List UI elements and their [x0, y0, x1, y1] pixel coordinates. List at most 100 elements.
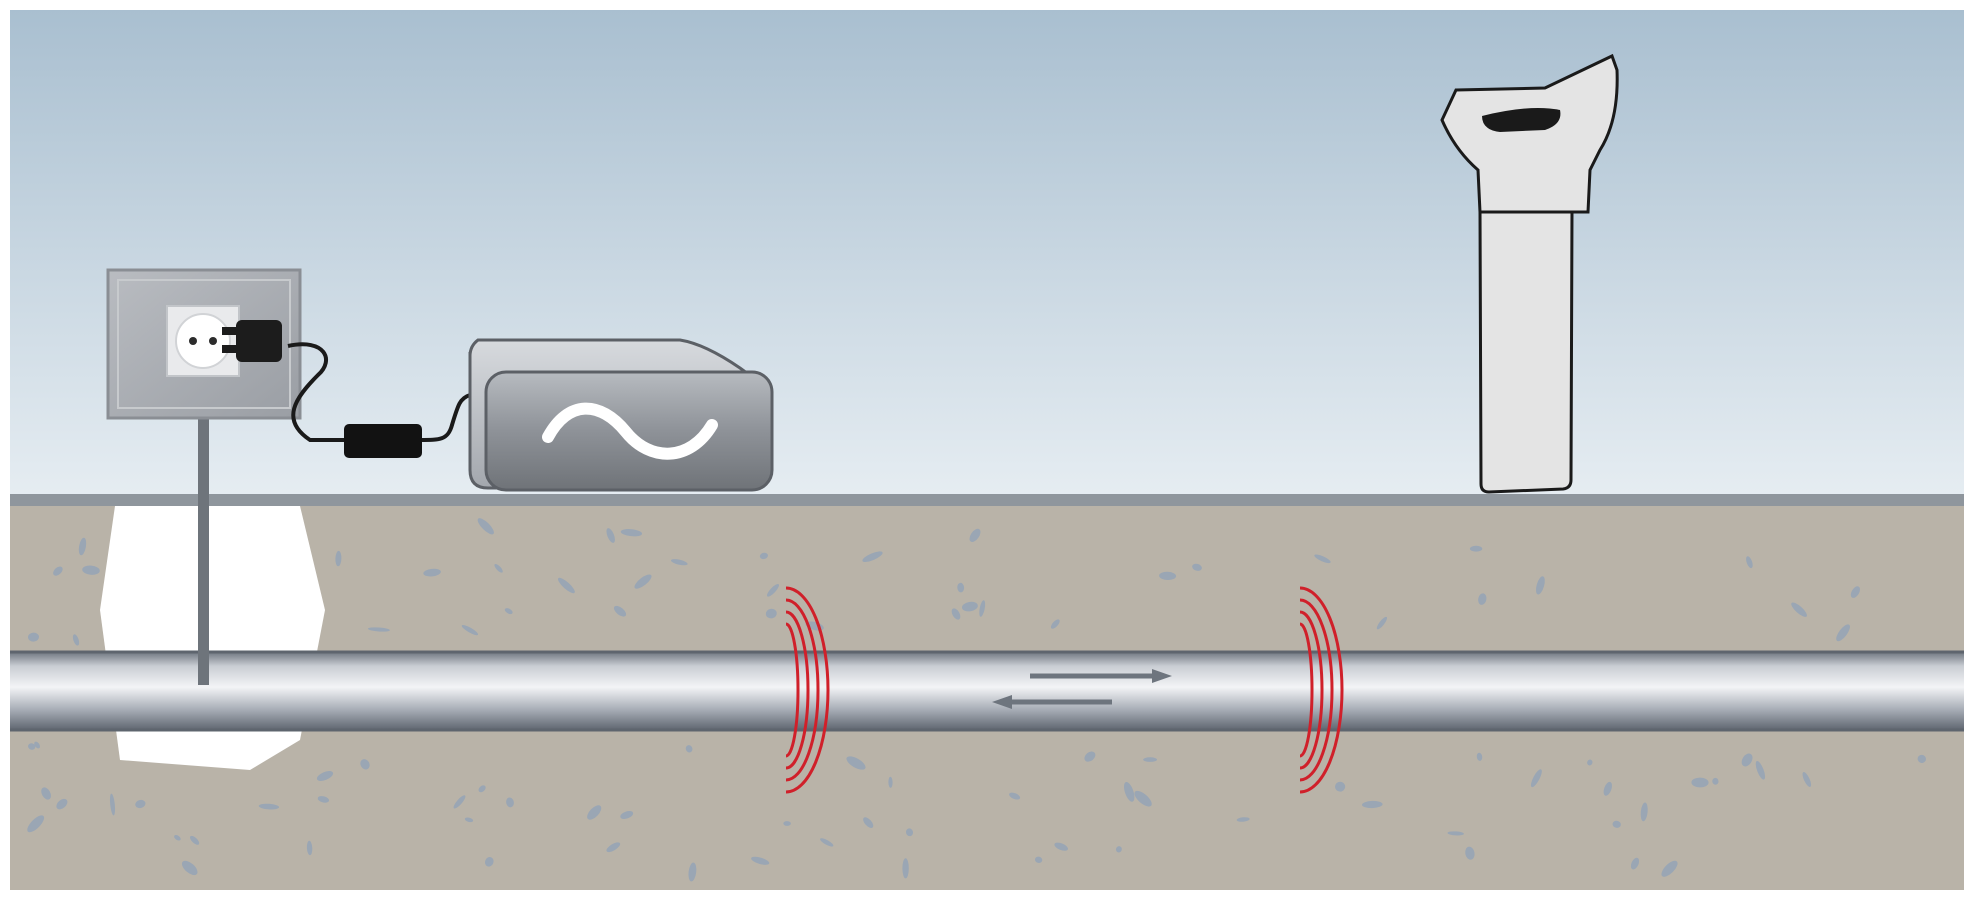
- soil-speckle: [783, 821, 791, 826]
- sky: [10, 10, 1964, 500]
- soil-speckle: [1159, 571, 1177, 581]
- soil-speckle: [1236, 817, 1250, 822]
- soil-speckle: [1335, 781, 1346, 792]
- pipe: [10, 650, 1964, 732]
- soil-speckle: [1587, 759, 1593, 766]
- signal-rings-icon: [785, 586, 830, 794]
- soil-speckle: [258, 803, 280, 810]
- soil-speckle: [1124, 782, 1135, 802]
- sine-wave-icon: [542, 402, 718, 460]
- soil-speckle: [846, 756, 866, 770]
- soil-speckle: [41, 787, 51, 800]
- soil-speckle: [1791, 602, 1807, 617]
- soil-speckle: [620, 810, 634, 820]
- soil-speckle: [1661, 860, 1678, 877]
- signal-rings-icon: [1299, 586, 1344, 794]
- soil-speckle: [862, 551, 883, 562]
- signal-ring: [1299, 586, 1344, 794]
- soil-speckle: [1640, 802, 1648, 822]
- soil-speckle: [494, 563, 503, 573]
- soil-speckle: [558, 577, 575, 594]
- soil-speckle: [1630, 857, 1640, 870]
- soil-speckle: [1691, 777, 1709, 788]
- soil-speckles: [27, 518, 1926, 882]
- bidirectional-arrow-icon: [992, 669, 1172, 709]
- soil-speckle: [751, 856, 770, 865]
- soil-speckle: [72, 634, 80, 646]
- power-adapter-icon: [344, 424, 422, 458]
- signal-ring: [785, 610, 810, 770]
- signal-ring: [785, 586, 830, 794]
- soil-speckle: [957, 582, 965, 593]
- soil-speckle: [613, 605, 627, 617]
- soil-speckle: [587, 805, 602, 820]
- soil-speckle: [979, 600, 986, 617]
- soil-speckle: [634, 574, 652, 589]
- soil-speckle: [606, 842, 621, 853]
- soil-speckle: [27, 815, 45, 833]
- soil-speckle: [464, 817, 474, 823]
- soil-speckle: [1917, 754, 1926, 763]
- soil-speckle: [423, 568, 441, 577]
- soil-speckle: [1755, 760, 1766, 780]
- soil-speckle: [863, 817, 874, 828]
- soil-speckle: [53, 566, 63, 576]
- outlet-post: [198, 415, 209, 685]
- soil-speckle: [1376, 616, 1388, 630]
- soil-speckle: [1746, 556, 1753, 569]
- soil-speckle: [1612, 820, 1621, 828]
- soil-speckle: [1143, 757, 1157, 762]
- soil-speckle: [181, 860, 198, 876]
- soil-speckle: [1530, 769, 1542, 788]
- signal-ring: [785, 598, 820, 782]
- signal-ring: [1299, 622, 1314, 758]
- soil-speckle: [190, 835, 200, 845]
- soil-speckle: [1535, 576, 1545, 595]
- soil-speckle: [1741, 753, 1753, 767]
- soil-speckle: [820, 838, 834, 847]
- soil-speckle: [685, 745, 693, 753]
- soil-speckle: [1447, 831, 1464, 836]
- soil-speckle: [1192, 563, 1202, 571]
- soil-speckle: [902, 858, 909, 879]
- soil-speckle: [1050, 619, 1060, 629]
- soil-speckle: [317, 796, 330, 803]
- soil-speckle: [1009, 792, 1021, 800]
- ground-surface: [10, 494, 1964, 506]
- soil-speckle: [461, 625, 479, 636]
- transmitter: [468, 338, 774, 492]
- soil-speckle: [477, 518, 494, 535]
- soil-speckle: [34, 741, 40, 749]
- soil-speckle: [1469, 545, 1483, 552]
- soil-speckle: [1054, 842, 1068, 851]
- plug-icon: [236, 320, 282, 362]
- soil-speckle: [765, 608, 777, 619]
- signal-ring: [1299, 598, 1334, 782]
- soil-speckle: [1362, 800, 1383, 809]
- soil-speckle: [767, 583, 779, 597]
- soil-speckle: [1465, 846, 1475, 860]
- soil-speckle: [1603, 781, 1612, 796]
- cable-locator-receiver-icon: [1440, 53, 1619, 494]
- soil-speckle: [484, 857, 494, 867]
- soil-speckle: [28, 743, 36, 750]
- soil-speckle: [951, 608, 961, 620]
- soil-speckle: [759, 552, 768, 560]
- soil-speckle: [1850, 586, 1860, 598]
- soil-speckle: [135, 799, 146, 809]
- soil-speckle: [56, 798, 68, 810]
- soil-speckle: [969, 528, 981, 542]
- soil-speckle: [174, 835, 181, 841]
- soil-speckle: [1476, 752, 1483, 761]
- soil-speckle: [506, 797, 514, 808]
- soil-speckle: [670, 559, 688, 566]
- signal-ring: [785, 622, 800, 758]
- soil-speckle: [688, 862, 697, 882]
- soil-speckle: [1134, 790, 1152, 807]
- soil-speckle: [1034, 856, 1043, 863]
- signal-ring: [1299, 610, 1324, 770]
- soil-speckle: [1712, 777, 1719, 785]
- soil-speckle: [316, 771, 334, 781]
